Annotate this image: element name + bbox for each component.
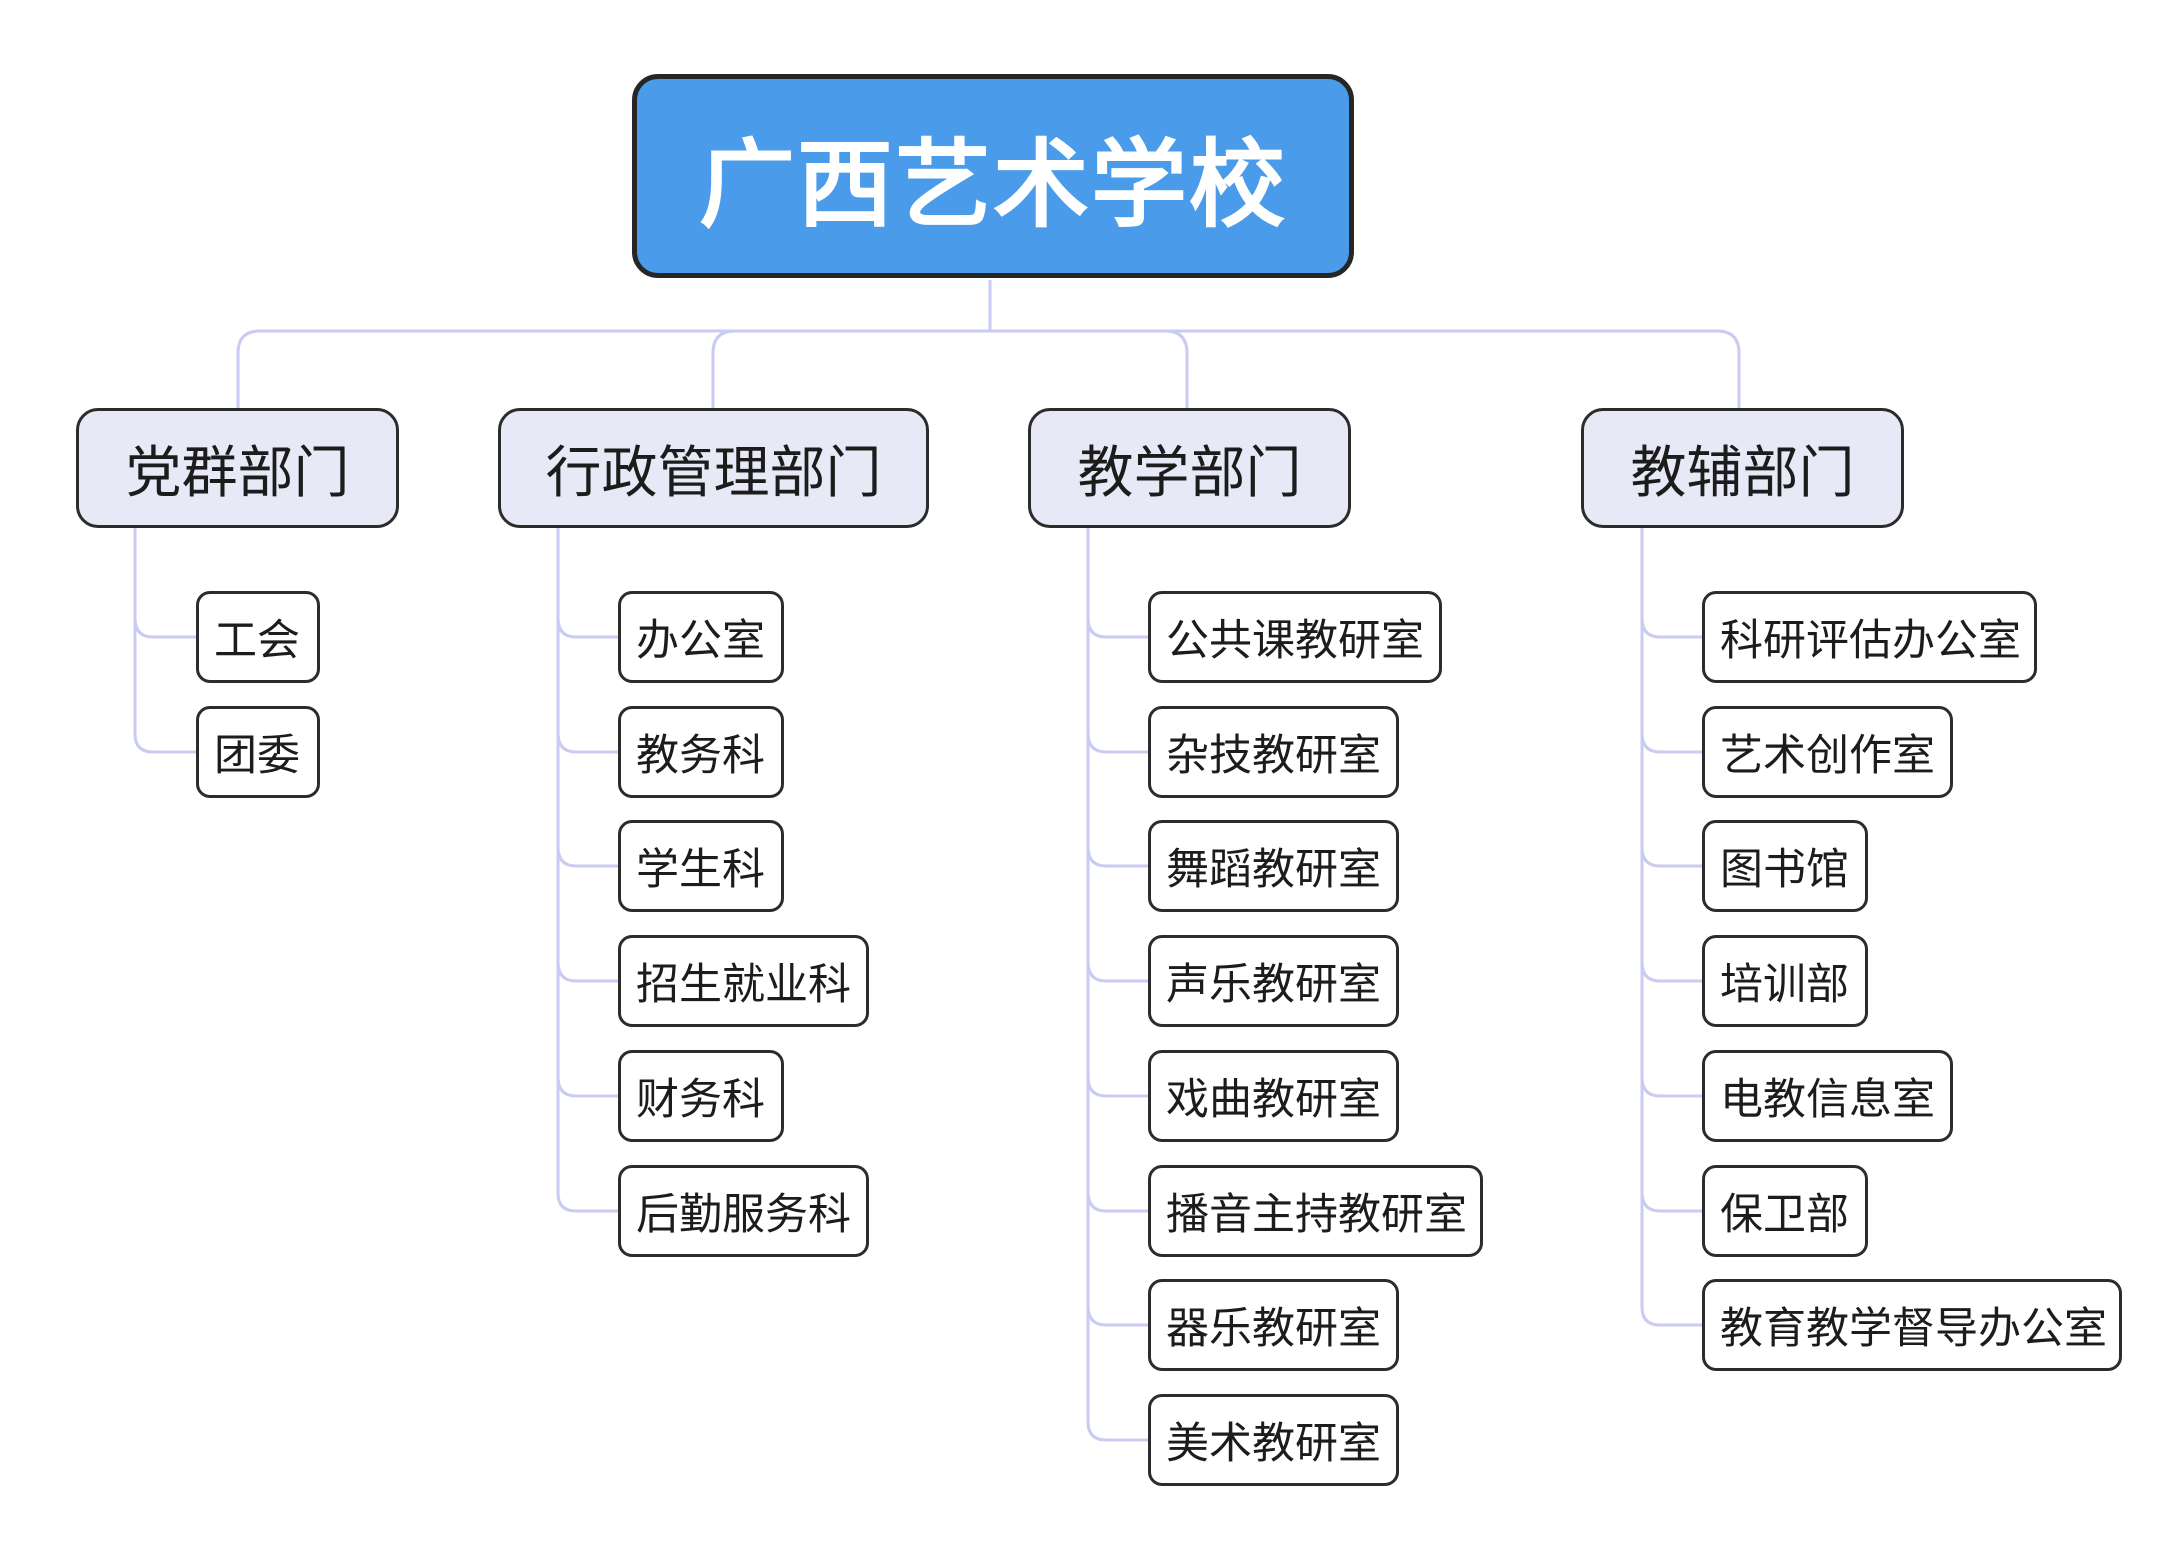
leaf-node[interactable]: 办公室: [618, 591, 784, 683]
leaf-node[interactable]: 播音主持教研室: [1148, 1165, 1483, 1257]
leaf-node[interactable]: 戏曲教研室: [1148, 1050, 1399, 1142]
branch-dept-4: [1640, 528, 1704, 1327]
leaf-node[interactable]: 科研评估办公室: [1702, 591, 2037, 683]
tick-dept-2-3: [556, 846, 620, 868]
leaf-node[interactable]: 团委: [196, 706, 320, 798]
leaf-node[interactable]: 杂技教研室: [1148, 706, 1399, 798]
leaf-node[interactable]: 电教信息室: [1702, 1050, 1953, 1142]
leaf-node[interactable]: 培训部: [1702, 935, 1868, 1027]
tick-dept-4-5: [1640, 1076, 1704, 1098]
tick-dept-4-1: [1640, 617, 1704, 639]
tick-dept-4-2: [1640, 732, 1704, 754]
tick-dept-3-7: [1086, 1305, 1150, 1327]
tick-dept-3-4: [1086, 961, 1150, 983]
leaf-node[interactable]: 美术教研室: [1148, 1394, 1399, 1486]
tick-dept-1-1: [133, 617, 198, 639]
tick-dept-3-6: [1086, 1191, 1150, 1213]
branch-dept-1: [133, 528, 198, 754]
leaf-node[interactable]: 保卫部: [1702, 1165, 1868, 1257]
branch-dept-2: [556, 528, 620, 1213]
tick-dept-2-1: [556, 617, 620, 639]
tick-dept-2-5: [556, 1076, 620, 1098]
tick-dept-3-5: [1086, 1076, 1150, 1098]
leaf-node[interactable]: 招生就业科: [618, 935, 869, 1027]
dept-bus-line: [236, 329, 1741, 408]
tick-dept-2-4: [556, 961, 620, 983]
tick-dept-4-3: [1640, 846, 1704, 868]
leaf-node[interactable]: 声乐教研室: [1148, 935, 1399, 1027]
leaf-node[interactable]: 公共课教研室: [1148, 591, 1442, 683]
leaf-node[interactable]: 教务科: [618, 706, 784, 798]
tick-dept-4-4: [1640, 961, 1704, 983]
leaf-node[interactable]: 工会: [196, 591, 320, 683]
dept-node-party[interactable]: 党群部门: [76, 408, 399, 528]
dept-node-support[interactable]: 教辅部门: [1581, 408, 1904, 528]
leaf-node[interactable]: 学生科: [618, 820, 784, 912]
dept-connector-3: [1164, 329, 1189, 408]
leaf-node[interactable]: 器乐教研室: [1148, 1279, 1399, 1371]
tick-dept-4-6: [1640, 1191, 1704, 1213]
tick-dept-2-2: [556, 732, 620, 754]
leaf-node[interactable]: 艺术创作室: [1702, 706, 1953, 798]
dept-node-admin[interactable]: 行政管理部门: [498, 408, 929, 528]
dept-node-teaching[interactable]: 教学部门: [1028, 408, 1351, 528]
root-node[interactable]: 广西艺术学校: [632, 74, 1354, 278]
tick-dept-3-3: [1086, 846, 1150, 868]
leaf-node[interactable]: 舞蹈教研室: [1148, 820, 1399, 912]
leaf-node[interactable]: 图书馆: [1702, 820, 1868, 912]
leaf-node[interactable]: 后勤服务科: [618, 1165, 869, 1257]
leaf-node[interactable]: 财务科: [618, 1050, 784, 1142]
leaf-node[interactable]: 教育教学督导办公室: [1702, 1279, 2122, 1371]
tick-dept-3-2: [1086, 732, 1150, 754]
dept-connector-2: [711, 329, 736, 408]
tick-dept-3-1: [1086, 617, 1150, 639]
branch-dept-3: [1086, 528, 1150, 1442]
